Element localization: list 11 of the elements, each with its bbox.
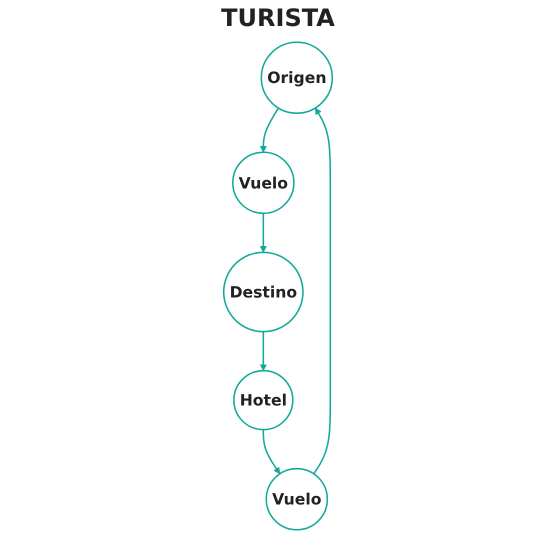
arrow	[260, 213, 267, 253]
arrow	[260, 108, 280, 153]
node-circle: Destino	[222, 252, 304, 332]
arrow	[313, 108, 332, 474]
arrow	[262, 430, 280, 474]
node-circle: Hotel	[233, 370, 294, 430]
node-circle: Vuelo	[266, 468, 328, 531]
node-circle: Vuelo	[232, 151, 295, 214]
node-circle: Origen	[260, 41, 334, 114]
center-label: TURISTA	[221, 4, 335, 32]
arrow	[260, 332, 267, 371]
